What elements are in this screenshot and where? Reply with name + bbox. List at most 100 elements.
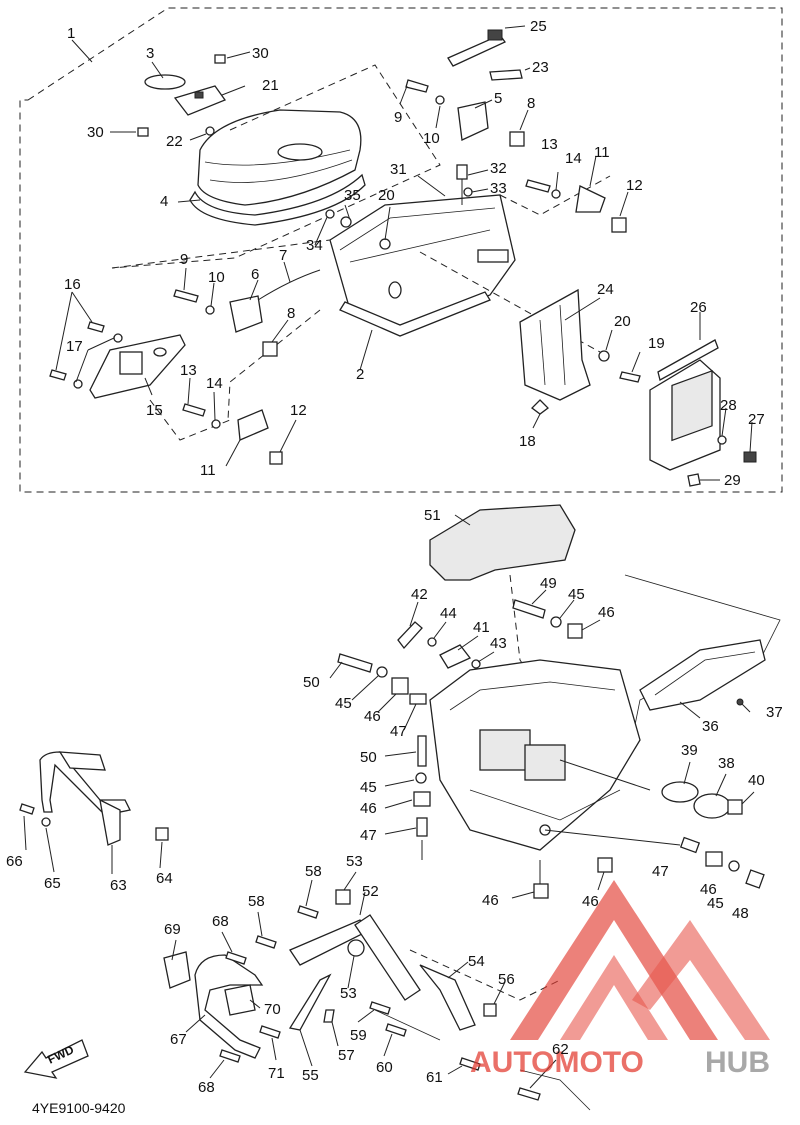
saddlebag-lid — [189, 109, 366, 226]
callout-36: 36 — [702, 718, 719, 735]
callout-62: 62 — [552, 1041, 569, 1058]
side-cover-36 — [639, 639, 766, 719]
callout-4: 4 — [160, 193, 168, 210]
callout-55: 55 — [302, 1067, 319, 1084]
watermark-text-red: AUTOMOTO — [470, 1046, 644, 1079]
callout-51: 51 — [424, 507, 441, 524]
callout-69: 69 — [164, 921, 181, 938]
callout-33: 33 — [490, 180, 507, 197]
callout-65: 65 — [44, 875, 61, 892]
callout-10: 10 — [208, 269, 225, 286]
callout-5: 5 — [494, 90, 502, 107]
callout-47: 47 — [652, 863, 669, 880]
lid-latch-assembly — [137, 54, 227, 137]
latch-parts-41 — [397, 601, 495, 669]
callout-46: 46 — [360, 800, 377, 817]
callout-8: 8 — [287, 305, 295, 322]
callout-2: 2 — [356, 366, 364, 383]
callout-58: 58 — [305, 863, 322, 880]
reflector-panel-26 — [649, 312, 757, 487]
callout-52: 52 — [362, 883, 379, 900]
spacer-stack-right — [511, 829, 765, 899]
left-hinge-parts — [173, 261, 321, 357]
callout-7: 7 — [279, 247, 287, 264]
callout-63: 63 — [110, 877, 127, 894]
callout-20: 20 — [378, 187, 395, 204]
callout-40: 40 — [748, 772, 765, 789]
callout-30: 30 — [87, 124, 104, 141]
callout-66: 66 — [6, 853, 23, 870]
callout-38: 38 — [718, 755, 735, 772]
callout-64: 64 — [156, 870, 173, 887]
callout-67: 67 — [170, 1031, 187, 1048]
callout-26: 26 — [690, 299, 707, 316]
callout-47: 47 — [360, 827, 377, 844]
mount-stay-24 — [519, 288, 641, 429]
callout-28: 28 — [720, 397, 737, 414]
callout-9: 9 — [180, 251, 188, 268]
callout-45: 45 — [568, 586, 585, 603]
callout-16: 16 — [64, 276, 81, 293]
callout-14: 14 — [565, 150, 582, 167]
callout-8: 8 — [527, 95, 535, 112]
callout-21: 21 — [262, 77, 279, 94]
case-dash-4 — [227, 309, 321, 421]
fwd-arrow-icon: FWD — [23, 1039, 89, 1079]
callout-50: 50 — [360, 749, 377, 766]
case-dash-1 — [111, 239, 331, 269]
callout-22: 22 — [166, 133, 183, 150]
callout-31: 31 — [390, 161, 407, 178]
diagram-code: 4YE9100-9420 — [32, 1100, 126, 1116]
bolt-stack-50-lower — [384, 735, 431, 860]
callout-34: 34 — [306, 237, 323, 254]
callout-71: 71 — [268, 1065, 285, 1082]
callout-56: 56 — [498, 971, 515, 988]
callout-13: 13 — [180, 362, 197, 379]
callout-13: 13 — [541, 136, 558, 153]
washer-34 — [325, 209, 335, 219]
callout-3: 3 — [146, 45, 154, 62]
callout-46: 46 — [364, 708, 381, 725]
callout-32: 32 — [490, 160, 507, 177]
washer-35 — [340, 216, 352, 228]
lid-region-dash — [111, 64, 441, 269]
lid-leaders — [110, 51, 251, 203]
callout-68: 68 — [198, 1079, 215, 1096]
callout-61: 61 — [426, 1069, 443, 1086]
callout-46: 46 — [582, 893, 599, 910]
automotohub-watermark: AUTOMOTO HUB — [470, 880, 770, 1079]
callout-11: 11 — [594, 144, 610, 161]
watermark-logo-icon — [510, 880, 770, 1040]
callout-60: 60 — [376, 1059, 393, 1076]
callout-14: 14 — [206, 375, 223, 392]
callout-19: 19 — [648, 335, 665, 352]
callout-41: 41 — [473, 619, 490, 636]
callout-53: 53 — [340, 985, 357, 1002]
callout-68: 68 — [212, 913, 229, 930]
support-frame-52 — [288, 871, 506, 1067]
callout-39: 39 — [681, 742, 698, 759]
lower-bracket-15 — [49, 291, 186, 399]
callout-46: 46 — [700, 881, 717, 898]
callout-11: 11 — [200, 462, 216, 479]
callout-35: 35 — [344, 187, 361, 204]
mount-plate-38 — [559, 759, 755, 819]
callout-70: 70 — [264, 1001, 281, 1018]
callout-59: 59 — [350, 1027, 367, 1044]
callout-43: 43 — [490, 635, 507, 652]
callout-23: 23 — [532, 59, 549, 76]
bolt-stack-49 — [512, 589, 601, 639]
lower-hinge — [182, 377, 297, 467]
callout-48: 48 — [732, 905, 749, 922]
callout-50: 50 — [303, 674, 320, 691]
callout-30: 30 — [252, 45, 269, 62]
callout-6: 6 — [251, 266, 259, 283]
callout-15: 15 — [146, 402, 163, 419]
callout-12: 12 — [290, 402, 307, 419]
callout-49: 49 — [540, 575, 557, 592]
bolt-stack-50-upper — [329, 653, 427, 731]
hinge-bar — [447, 25, 531, 81]
callout-9: 9 — [394, 109, 402, 126]
callout-46: 46 — [598, 604, 615, 621]
callout-27: 27 — [748, 411, 765, 428]
